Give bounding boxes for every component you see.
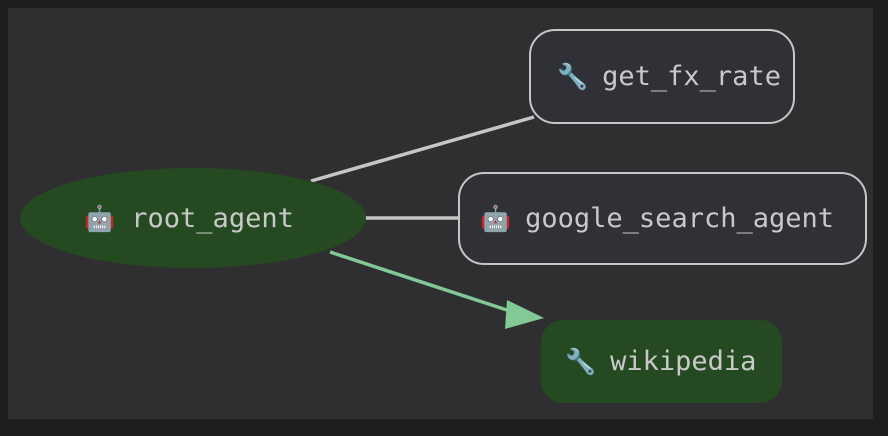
graph-node-label: google_search_agent (525, 203, 834, 234)
wrench-icon: 🔧 (565, 347, 597, 376)
wrench-icon: 🔧 (557, 62, 589, 91)
graph-node-get-fx-rate[interactable]: 🔧 get_fx_rate (529, 29, 795, 124)
robot-icon: 🤖 (480, 204, 512, 233)
robot-icon: 🤖 (84, 203, 116, 233)
graph-node-google-search-agent[interactable]: 🤖 google_search_agent (458, 172, 867, 265)
graph-node-root-agent[interactable]: 🤖 root_agent (20, 168, 366, 268)
graph-node-label: get_fx_rate (602, 61, 781, 92)
graph-node-label: wikipedia (610, 346, 757, 377)
graph-node-label: root_agent (131, 202, 294, 234)
graph-node-wikipedia[interactable]: 🔧 wikipedia (541, 320, 782, 403)
